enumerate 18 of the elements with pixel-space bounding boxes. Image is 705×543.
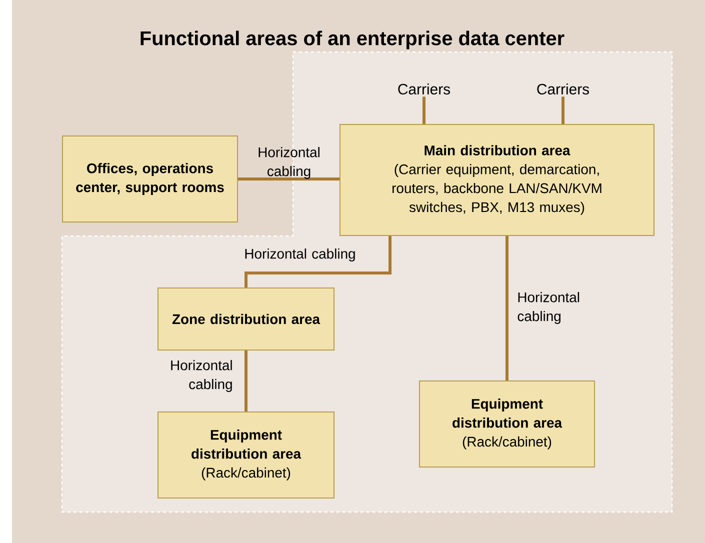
area-box: Offices, operations center, support rooms	[62, 135, 238, 222]
title: Functional areas of an enterprise data center	[140, 30, 564, 50]
cable-line	[238, 177, 340, 180]
edge-label: Horizontal cabling	[245, 248, 355, 262]
carrier-label: Carriers	[398, 84, 450, 94]
area-box: Main distribution area (Carrier equipment, demarcation, routers, backbone LAN/SAN/KVM switches, PBX, M13 muxes)	[340, 124, 654, 236]
cable-line	[244, 350, 248, 412]
edge-label: Horizontal cabling	[518, 292, 580, 324]
cable-line	[562, 96, 564, 124]
area-box: Equipment distribution area (Rack/cabinet)	[158, 411, 334, 498]
carrier-label: Carriers	[537, 84, 589, 94]
cable-line	[244, 236, 392, 288]
edge-label: Horizontal cabling	[258, 147, 320, 179]
edge-label: Horizontal cabling	[171, 360, 232, 392]
area-box: Zone distribution area	[158, 287, 334, 350]
cable-line	[506, 236, 508, 380]
cable-line	[422, 96, 426, 124]
area-box: Equipment distribution area (Rack/cabinet)	[419, 380, 595, 468]
